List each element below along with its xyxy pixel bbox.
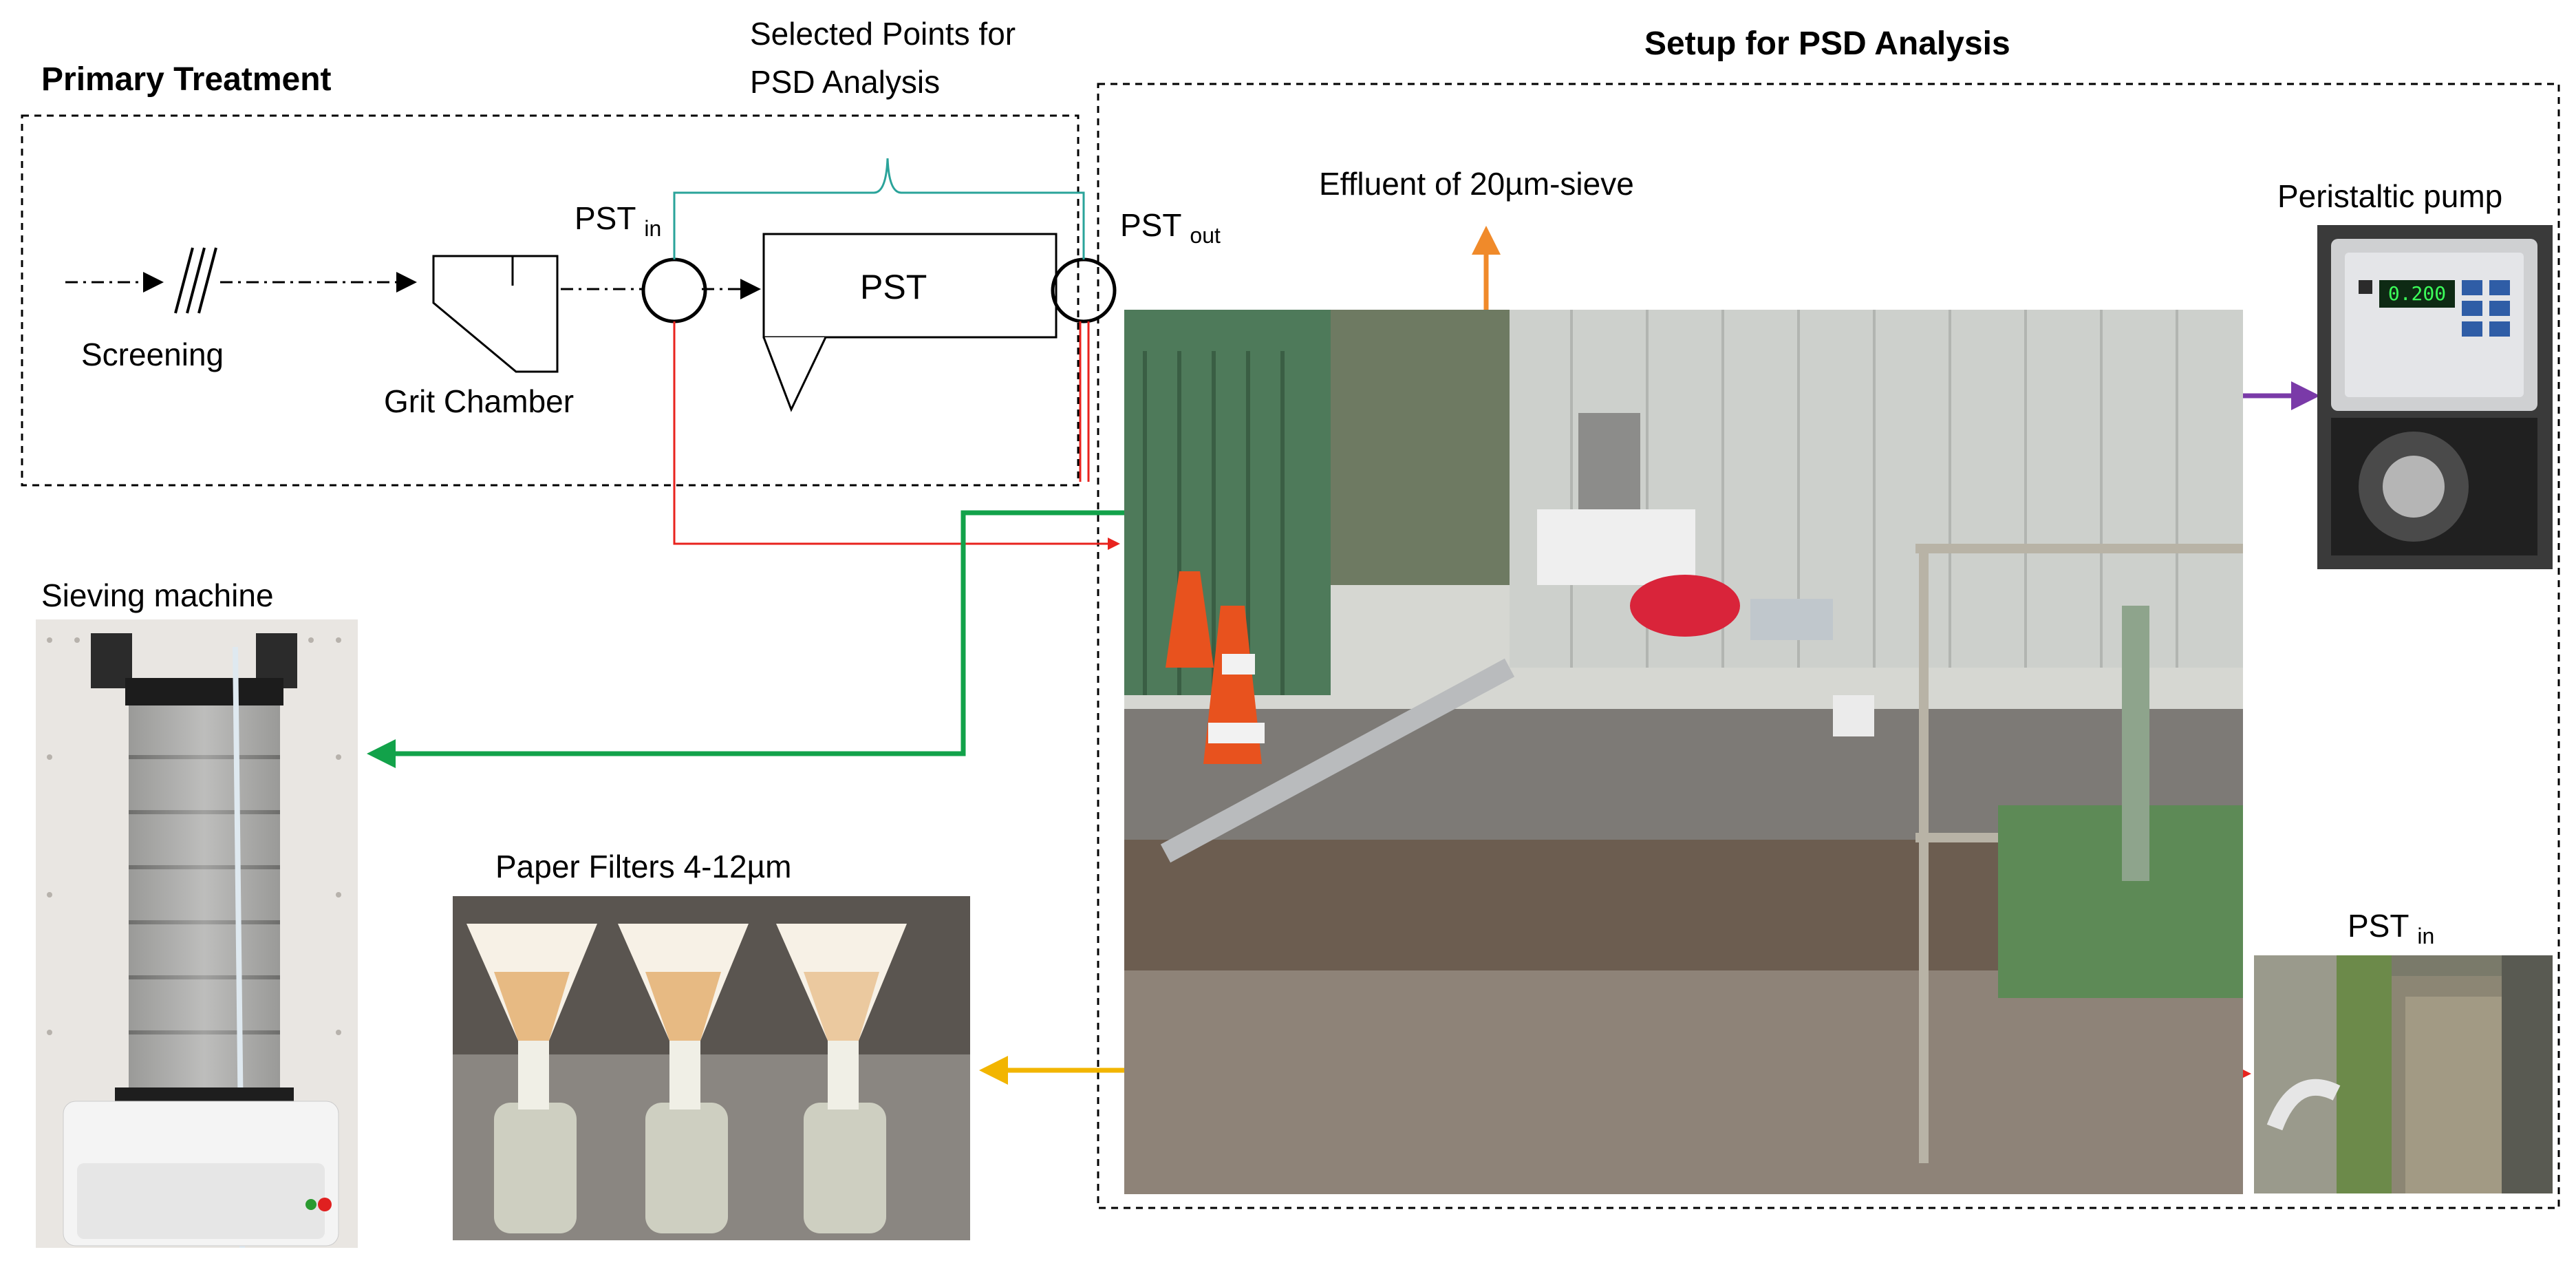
pst-in-photo — [2254, 955, 2553, 1193]
pst-out-circle — [1051, 257, 1117, 323]
selected-points-line2: PSD Analysis — [750, 64, 941, 100]
setup-main-photo — [1124, 310, 2243, 1194]
pst-in-label-sub: in — [644, 216, 662, 242]
grit-chamber-label: Grit Chamber — [384, 383, 575, 419]
primary-treatment-frame — [21, 114, 1080, 487]
sieving-machine-label: Sieving machine — [41, 577, 274, 613]
pump-display-readout: 0.200 — [2387, 282, 2447, 305]
paper-filters-label: Paper Filters 4-12µm — [495, 849, 792, 884]
sieving-machine-photo — [36, 619, 358, 1248]
selected-points-brace — [673, 158, 1085, 259]
peristaltic-pump-photo: 0.200 — [2317, 225, 2553, 569]
pst-in-photo-label: PST in — [2348, 907, 2434, 949]
setup-frame — [1097, 83, 2560, 1209]
pst-out-label-sub: out — [1190, 223, 1221, 248]
pst-in-photo-label-main: PST — [2348, 908, 2409, 944]
setup-title: Setup for PSD Analysis — [1644, 25, 2010, 62]
pst-tank-box — [762, 233, 1058, 339]
paper-filters-photo — [453, 896, 970, 1240]
peristaltic-pump-label: Peristaltic pump — [2277, 178, 2503, 214]
pst-in-photo-label-sub: in — [2417, 924, 2435, 949]
pst-tank-label: PST — [860, 268, 927, 306]
pst-in-label: PST in — [575, 200, 661, 242]
primary-treatment-title: Primary Treatment — [41, 61, 332, 98]
pst-in-label-main: PST — [575, 200, 636, 236]
pst-in-circle — [641, 257, 707, 323]
pst-in-red-line — [673, 321, 1120, 550]
pst-out-label-main: PST — [1120, 207, 1181, 243]
grit-chamber-symbol — [432, 255, 559, 373]
screening-label: Screening — [81, 337, 224, 372]
pst-out-label: PST out — [1120, 206, 1221, 248]
screening-symbol — [174, 247, 217, 314]
effluent-label: Effluent of 20µm-sieve — [1319, 166, 1634, 202]
pst-tank-hopper — [762, 337, 827, 412]
selected-points-line1: Selected Points for — [750, 16, 1016, 52]
